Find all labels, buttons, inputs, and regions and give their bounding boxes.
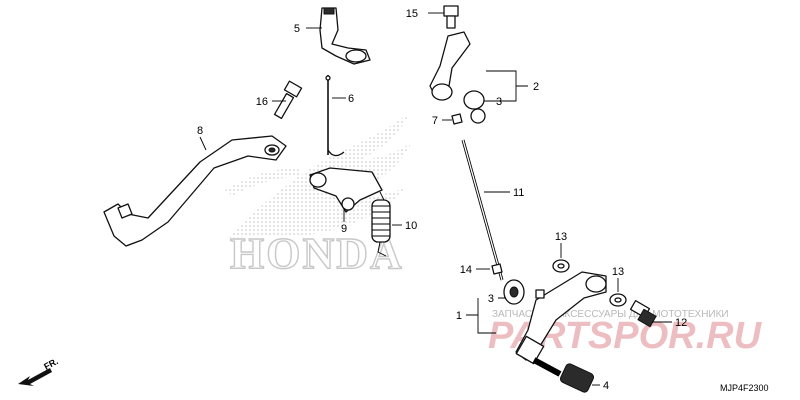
callout-13-upper: 13 xyxy=(555,231,567,243)
callout-3-lower: 3 xyxy=(488,293,494,305)
nut-small xyxy=(451,113,463,125)
bolt xyxy=(273,80,303,120)
washer-upper xyxy=(552,259,570,273)
foot-peg xyxy=(515,335,595,393)
leader-lines xyxy=(199,12,672,386)
washer-lower xyxy=(609,293,627,307)
callout-14: 14 xyxy=(460,264,472,276)
callout-16: 16 xyxy=(256,96,268,108)
callout-13-lower: 13 xyxy=(612,266,624,278)
shift-drum xyxy=(309,167,383,213)
lower-joint xyxy=(503,279,525,305)
diagram-code: MJP4F2300 xyxy=(720,383,769,393)
top-bolt xyxy=(443,5,459,29)
tie-rod xyxy=(461,139,504,281)
callout-12: 12 xyxy=(675,317,687,329)
callouts: 15 5 2 3 16 6 7 8 11 9 10 13 14 13 3 1 1… xyxy=(197,8,687,392)
upper-shift-arm xyxy=(429,31,486,124)
callout-6: 6 xyxy=(348,93,354,105)
brake-pedal xyxy=(103,135,287,247)
callout-5: 5 xyxy=(294,23,300,35)
callout-3: 3 xyxy=(496,96,502,108)
direction-label: FR. xyxy=(42,356,59,372)
front-arrow-icon xyxy=(18,368,52,386)
callout-10: 10 xyxy=(405,220,417,232)
spring-rod xyxy=(325,75,345,157)
callout-11: 11 xyxy=(513,187,524,199)
watermark-subtitle: ЗАПЧАСТИ И АКСЕССУАРЫ ДЛЯ МОТОТЕХНИКИ xyxy=(492,309,729,320)
callout-2: 2 xyxy=(533,81,539,93)
callout-4: 4 xyxy=(603,380,609,392)
callout-8: 8 xyxy=(197,125,203,137)
shift-pedal xyxy=(515,271,607,361)
shift-arm xyxy=(319,7,371,65)
callout-7: 7 xyxy=(432,115,438,127)
pivot-bolt xyxy=(629,300,657,328)
nut-lower xyxy=(491,263,503,275)
return-spring xyxy=(371,191,391,257)
callout-1: 1 xyxy=(456,310,462,322)
callout-15: 15 xyxy=(406,8,418,20)
callout-9: 9 xyxy=(341,223,347,235)
